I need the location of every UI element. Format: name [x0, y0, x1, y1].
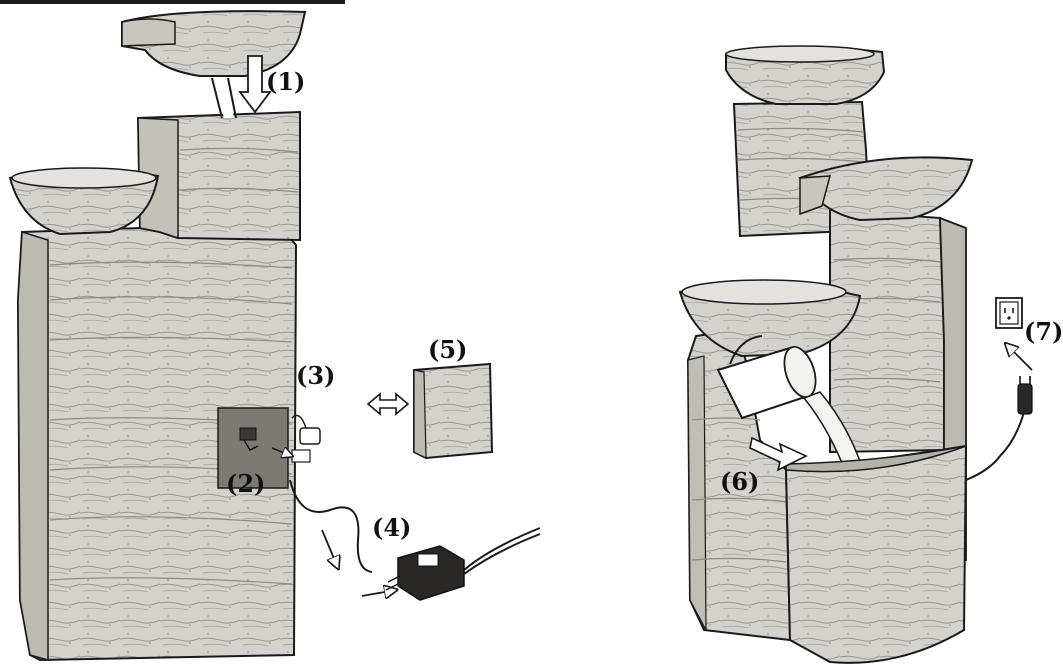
- step4-arrow-right: [362, 590, 396, 596]
- power-cord-left: [290, 480, 372, 572]
- power-cord-right: [966, 412, 1024, 480]
- step7-arrow: [1006, 344, 1032, 370]
- step-label-6: (6): [720, 467, 759, 496]
- step-label-2: (2): [226, 469, 265, 498]
- step4-arrow-down: [322, 530, 338, 568]
- left-pillar-side: [18, 232, 48, 660]
- plug: [1018, 376, 1032, 414]
- step-label-7: (7): [1024, 317, 1063, 346]
- step5-arrow: [368, 394, 408, 414]
- step-label-1: (1): [266, 67, 305, 96]
- step-label-3: (3): [296, 361, 335, 390]
- right-fountain-figure: [680, 46, 1032, 663]
- step-label-4: (4): [372, 513, 411, 542]
- step-label-5: (5): [428, 335, 467, 364]
- right-basin: [786, 446, 966, 663]
- wall-outlet-icon: [996, 298, 1022, 328]
- right-mid-column: [830, 210, 944, 452]
